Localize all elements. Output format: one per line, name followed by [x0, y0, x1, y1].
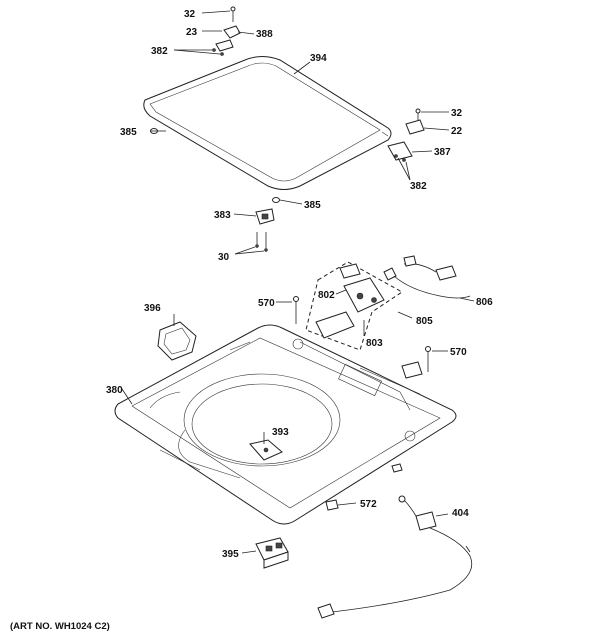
screw-570-a[interactable]: [293, 296, 299, 325]
label-803: 803: [366, 338, 383, 349]
label-382-right: 382: [410, 181, 427, 192]
sensor-404[interactable]: [317, 495, 473, 619]
label-570-right: 570: [450, 347, 467, 358]
label-380: 380: [106, 385, 123, 396]
label-404: 404: [452, 508, 469, 519]
bumper-385-bottom[interactable]: [272, 197, 280, 203]
part-393[interactable]: [249, 439, 283, 461]
label-806: 806: [476, 297, 493, 308]
label-385-bottom: 385: [304, 200, 321, 211]
clip-572[interactable]: [325, 463, 403, 511]
latch-383[interactable]: [255, 208, 275, 252]
label-32-right: 32: [451, 108, 463, 119]
part-labels: 32 23 388 382 394 32 22 385 387 382 385 …: [10, 9, 493, 632]
screw-570-b[interactable]: [401, 346, 431, 379]
label-23: 23: [186, 27, 198, 38]
label-396: 396: [144, 303, 161, 314]
label-572: 572: [360, 499, 377, 510]
lid-394[interactable]: [143, 56, 392, 190]
leader-lines: [121, 10, 475, 554]
label-570-top: 570: [258, 298, 275, 309]
label-30: 30: [218, 252, 230, 263]
hinge-assembly-right[interactable]: [387, 108, 425, 162]
top-panel-380[interactable]: [114, 324, 457, 525]
hinge-assembly-top-left[interactable]: [212, 6, 241, 56]
label-383: 383: [214, 210, 231, 221]
label-393: 393: [272, 427, 289, 438]
label-385-left: 385: [120, 127, 137, 138]
label-22: 22: [451, 126, 463, 137]
label-387: 387: [434, 147, 451, 158]
label-32-top: 32: [184, 9, 196, 20]
module-395[interactable]: [255, 537, 289, 569]
art-number: (ART NO. WH1024 C2): [10, 621, 110, 632]
harness-806[interactable]: [383, 255, 471, 299]
label-388: 388: [256, 29, 273, 40]
label-395: 395: [222, 549, 239, 560]
label-805: 805: [416, 316, 433, 327]
label-382-top: 382: [151, 46, 168, 57]
label-802: 802: [318, 290, 335, 301]
label-394: 394: [310, 53, 327, 64]
dispenser-396[interactable]: [157, 321, 197, 361]
switch-assembly-805[interactable]: [305, 261, 403, 351]
